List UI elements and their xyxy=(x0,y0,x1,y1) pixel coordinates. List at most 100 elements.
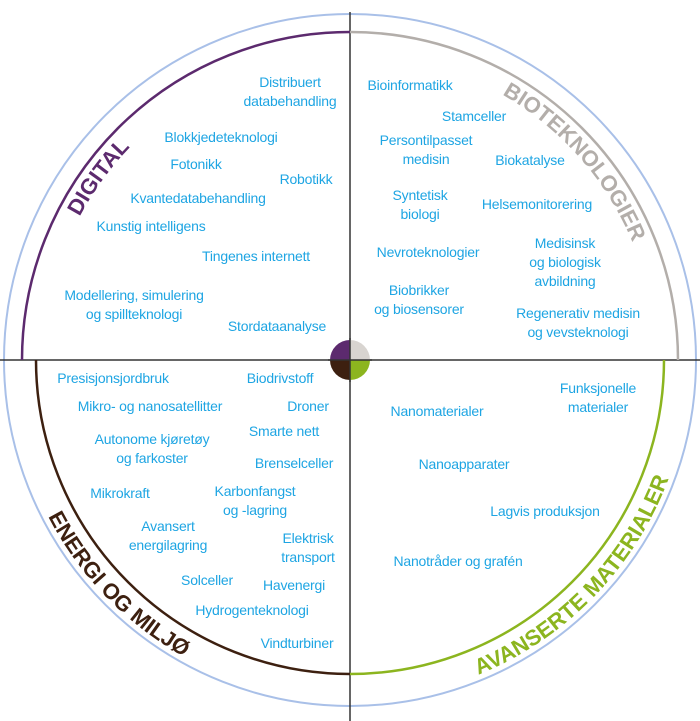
item-line: Distribuert xyxy=(259,74,321,90)
item-line: Solceller xyxy=(181,572,233,588)
digital-label-text: DIGITAL xyxy=(62,133,134,219)
energy-item: Mikro- og nanosatellitter xyxy=(77,397,223,416)
energy-arc xyxy=(34,359,351,676)
item-line: Smarte nett xyxy=(248,423,320,439)
hub-energy xyxy=(330,360,350,380)
item-line: og spillteknologi xyxy=(85,306,183,322)
item-line: Robotikk xyxy=(279,171,333,187)
digital-item: Blokkjedeteknologi xyxy=(164,128,277,147)
materials-item: Funksjonelle materialer xyxy=(560,379,636,417)
biotech-item: Stamceller xyxy=(442,107,506,126)
item-line: Stamceller xyxy=(441,108,507,124)
item-line: Kvantedatabehandling xyxy=(130,190,266,206)
item-line: Funksjonelle xyxy=(559,380,637,396)
item-line: databehandling xyxy=(243,93,337,109)
biotech-item: Bioinformatikk xyxy=(367,76,452,95)
item-line: Havenergi xyxy=(262,577,326,593)
item-line: Hydrogenteknologi xyxy=(195,602,309,618)
biotech-item: Biobrikker og biosensorer xyxy=(374,281,464,319)
item-line: Bioinformatikk xyxy=(367,77,453,93)
energy-item: Brenselceller xyxy=(254,454,334,473)
digital-item: Kunstig intelligens xyxy=(96,217,205,236)
biotech-item: Persontilpasset medisin xyxy=(380,131,473,169)
item-line: Avansert xyxy=(141,518,195,534)
item-line: Modellering, simulering xyxy=(64,287,204,303)
biotech-item: Biokatalyse xyxy=(495,151,565,170)
hub-materials xyxy=(350,360,370,380)
item-line: Mikro- og nanosatellitter xyxy=(77,398,223,414)
item-line: Fotonikk xyxy=(170,156,222,172)
item-line: Lagvis produksjon xyxy=(490,503,600,519)
energy-item: Hydrogenteknologi xyxy=(195,601,309,620)
digital-item: Robotikk xyxy=(280,170,333,189)
digital-label: DIGITAL xyxy=(62,133,134,219)
item-line: Droner xyxy=(287,398,329,414)
item-line: Elektrisk xyxy=(282,530,334,546)
energy-item: Mikrokraft xyxy=(90,484,150,503)
center-hub xyxy=(328,338,372,382)
digital-item: Tingenes internett xyxy=(202,247,310,266)
item-line: transport xyxy=(281,549,335,565)
item-line: Nanoapparater xyxy=(418,456,510,472)
item-line: Nanomaterialer xyxy=(390,403,484,419)
energy-item: Solceller xyxy=(181,571,233,590)
energy-item: Droner xyxy=(287,397,329,416)
energy-item: Presisjonsjordbruk xyxy=(57,369,169,388)
item-line: Autonome kjøretøy xyxy=(94,431,210,447)
item-line: og vevsteknologi xyxy=(527,324,629,340)
materials-item: Lagvis produksjon xyxy=(490,502,600,521)
item-line: og -lagring xyxy=(223,502,287,518)
item-line: Kunstig intelligens xyxy=(96,218,206,234)
digital-item: Modellering, simulering og spillteknologi xyxy=(64,286,204,324)
materials-item: Nanomaterialer xyxy=(391,402,484,421)
item-line: Regenerativ medisin xyxy=(516,305,640,321)
biotech-item: Helsemonitorering xyxy=(482,195,592,214)
item-line: Biobrikker xyxy=(388,282,450,298)
item-line: Tingenes internett xyxy=(202,248,310,264)
item-line: Mikrokraft xyxy=(90,485,150,501)
item-line: materialer xyxy=(567,399,629,415)
item-line: Vindturbiner xyxy=(260,635,334,651)
energy-item: Havenergi xyxy=(263,576,325,595)
energy-item: Elektrisk transport xyxy=(281,529,335,567)
digital-item: Fotonikk xyxy=(170,155,222,174)
hub-digital xyxy=(330,340,350,360)
biotech-item: Nevroteknologier xyxy=(377,243,480,262)
biotech-arc xyxy=(349,30,680,361)
item-line: energilagring xyxy=(128,537,208,553)
item-line: og biosensorer xyxy=(374,301,464,317)
digital-item: Kvantedatabehandling xyxy=(130,189,266,208)
energy-item: Smarte nett xyxy=(249,422,319,441)
item-line: Karbonfangst xyxy=(214,483,296,499)
item-line: Syntetisk xyxy=(392,187,448,203)
item-line: Nanotråder og grafén xyxy=(393,553,523,569)
item-line: Stordataanalyse xyxy=(227,318,327,334)
materials-item: Nanotråder og grafén xyxy=(393,552,522,571)
item-line: Helsemonitorering xyxy=(481,196,593,212)
energy-item: Karbonfangst og -lagring xyxy=(215,482,296,520)
item-line: Blokkjedeteknologi xyxy=(164,129,278,145)
item-line: og biologisk xyxy=(529,254,601,270)
materials-arc xyxy=(349,359,666,676)
digital-item: Distribuert databehandling xyxy=(244,73,337,111)
item-line: Presisjonsjordbruk xyxy=(57,370,169,386)
item-line: Nevroteknologier xyxy=(376,244,480,260)
item-line: Biokatalyse xyxy=(495,152,565,168)
biotech-item: Syntetisk biologi xyxy=(393,186,448,224)
item-line: Medisinsk xyxy=(534,235,596,251)
energy-item: Vindturbiner xyxy=(261,634,334,653)
item-line: Biodrivstoff xyxy=(246,370,314,386)
item-line: biologi xyxy=(400,206,440,222)
biotech-item: Regenerativ medisin og vevsteknologi xyxy=(516,304,640,342)
item-line: Persontilpasset xyxy=(379,132,473,148)
energy-item: Avansert energilagring xyxy=(128,517,208,555)
hub-biotech xyxy=(350,340,370,360)
materials-item: Nanoapparater xyxy=(419,455,510,474)
item-line: medisin xyxy=(402,151,450,167)
digital-item: Stordataanalyse xyxy=(228,317,326,336)
item-line: Brenselceller xyxy=(254,455,334,471)
